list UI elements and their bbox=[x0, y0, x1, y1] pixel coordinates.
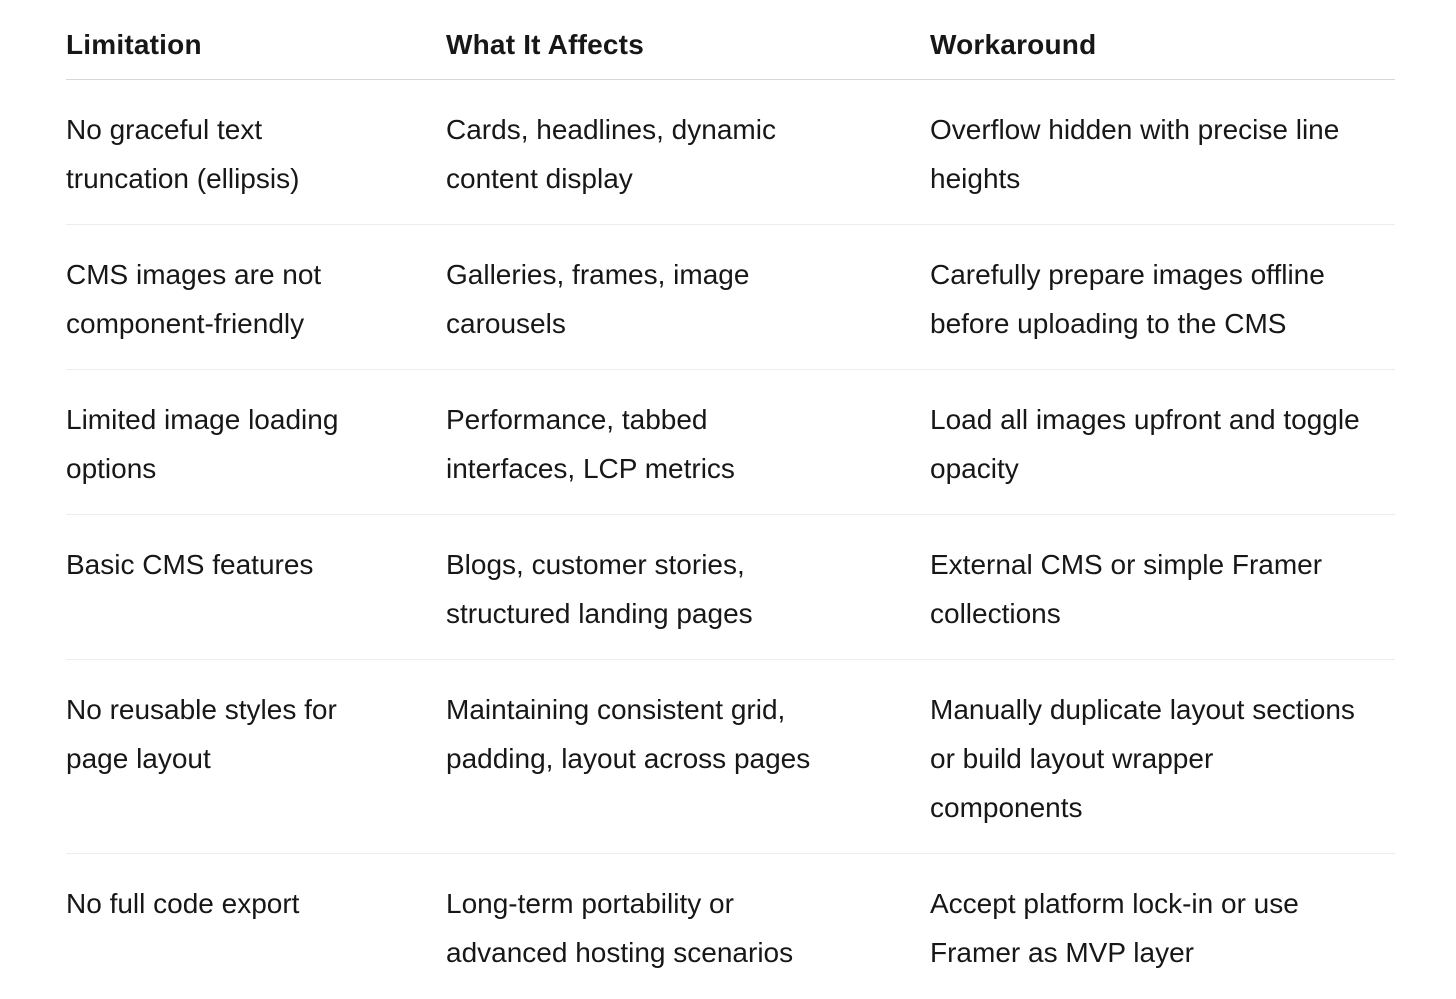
cell-what-it-affects: Galleries, frames, image carousels bbox=[446, 259, 750, 339]
cell-workaround: Accept platform lock-in or use Framer as… bbox=[930, 888, 1299, 968]
table-row: No graceful text truncation (ellipsis) C… bbox=[66, 80, 1395, 225]
column-header-workaround: Workaround bbox=[930, 29, 1097, 60]
table-row: No reusable styles for page layout Maint… bbox=[66, 660, 1395, 854]
cell-limitation: CMS images are not component-friendly bbox=[66, 259, 322, 339]
cell-workaround: Overflow hidden with precise line height… bbox=[930, 114, 1340, 194]
cell-workaround: Load all images upfront and toggle opaci… bbox=[930, 404, 1360, 484]
table-row: No full code export Long-term portabilit… bbox=[66, 854, 1395, 998]
table-row: CMS images are not component-friendly Ga… bbox=[66, 225, 1395, 370]
column-header-limitation: Limitation bbox=[66, 29, 202, 60]
cell-limitation: No reusable styles for page layout bbox=[66, 694, 337, 774]
table-row: Limited image loading options Performanc… bbox=[66, 370, 1395, 515]
cell-limitation: No graceful text truncation (ellipsis) bbox=[66, 114, 300, 194]
column-header-what-it-affects: What It Affects bbox=[446, 29, 644, 60]
cell-workaround: Manually duplicate layout sections or bu… bbox=[930, 694, 1355, 823]
cell-limitation: Limited image loading options bbox=[66, 404, 339, 484]
cell-what-it-affects: Long-term portability or advanced hostin… bbox=[446, 888, 794, 968]
cell-what-it-affects: Cards, headlines, dynamic content displa… bbox=[446, 114, 776, 194]
cell-workaround: Carefully prepare images offline before … bbox=[930, 259, 1325, 339]
cell-what-it-affects: Blogs, customer stories, structured land… bbox=[446, 549, 753, 629]
table-header-row: Limitation What It Affects Workaround bbox=[66, 26, 1395, 80]
limitations-table: Limitation What It Affects Workaround No… bbox=[66, 26, 1395, 998]
cell-limitation: Basic CMS features bbox=[66, 549, 314, 580]
cell-workaround: External CMS or simple Framer collection… bbox=[930, 549, 1323, 629]
cell-what-it-affects: Performance, tabbed interfaces, LCP metr… bbox=[446, 404, 735, 484]
cell-what-it-affects: Maintaining consistent grid, padding, la… bbox=[446, 694, 811, 774]
table-row: Basic CMS features Blogs, customer stori… bbox=[66, 515, 1395, 660]
cell-limitation: No full code export bbox=[66, 888, 300, 919]
